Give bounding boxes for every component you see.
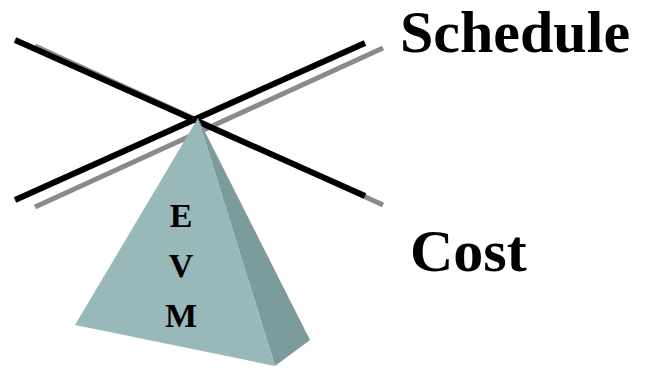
fulcrum-letters: E V M xyxy=(163,191,199,341)
pyramid-front xyxy=(75,118,275,366)
axis-label: Cost xyxy=(410,221,527,281)
axis-label: Schedule xyxy=(400,2,630,62)
fulcrum-pyramid: E V M xyxy=(75,115,315,368)
